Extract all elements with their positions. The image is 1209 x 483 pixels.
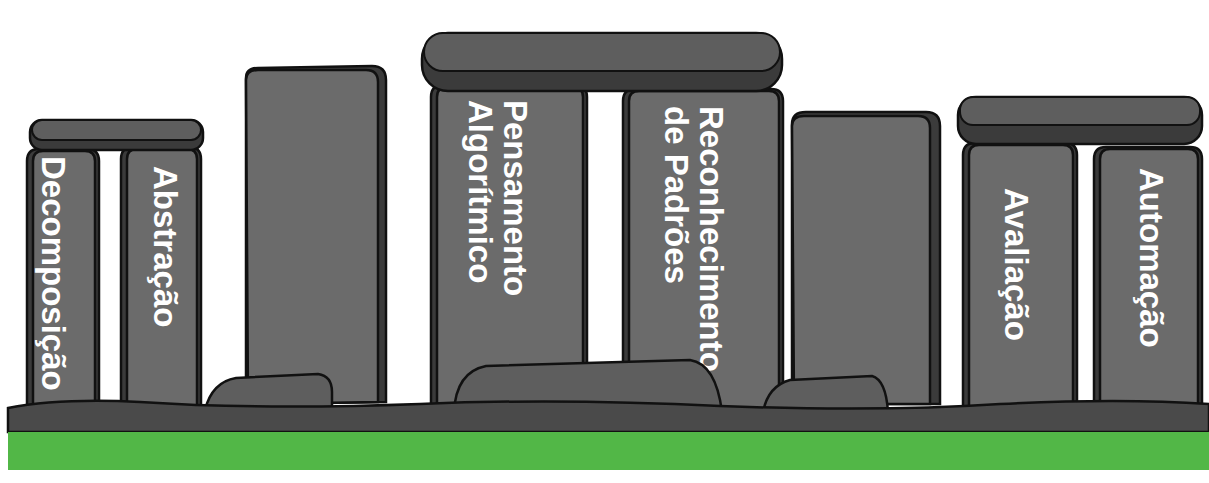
standing-stone (246, 66, 386, 404)
standing-stone-face (246, 70, 378, 404)
stone-label: Decomposição (35, 156, 71, 408)
lintel-stone (422, 33, 782, 91)
fallen-stone (454, 360, 722, 412)
grass-band (8, 432, 1209, 470)
fallen-stone (763, 376, 888, 412)
standing-stone: Abstração (120, 146, 202, 413)
stone-face (629, 91, 779, 413)
stone-side (27, 149, 99, 413)
stone-face (969, 145, 1073, 413)
stone-label: Reconhecimento de Padrões (658, 106, 729, 406)
standing-stone-face (792, 116, 930, 404)
stone-side (963, 143, 1077, 413)
stone-label: Avaliação (998, 188, 1034, 408)
lintel-top (424, 33, 780, 71)
lintel-top (32, 120, 201, 140)
stone-side (1094, 147, 1202, 413)
stone-label: Abstração (147, 166, 183, 406)
stone-face (33, 151, 95, 413)
lintel-stone (958, 97, 1202, 144)
stone-label: Pensamento Algorítmico (462, 100, 533, 400)
standing-stone: Decomposição (26, 148, 100, 413)
standing-stone: Automação (1093, 146, 1203, 413)
stone-label: Automação (1133, 168, 1169, 398)
lintel-stone (30, 120, 203, 150)
standing-stone (792, 112, 940, 404)
stone-side (121, 147, 201, 413)
stone-side (623, 89, 783, 413)
ground-strip (8, 401, 1209, 432)
stone-face (127, 149, 197, 413)
standing-stone: Avaliação (962, 142, 1078, 413)
standing-stone: Pensamento Algorítmico (430, 84, 588, 413)
stone-face (437, 87, 583, 413)
standing-stone: Reconhecimento de Padrões (622, 88, 784, 413)
stone-side (431, 85, 587, 413)
lintel-top (960, 97, 1200, 125)
stone-face (1100, 149, 1198, 413)
fallen-stone (205, 374, 332, 412)
